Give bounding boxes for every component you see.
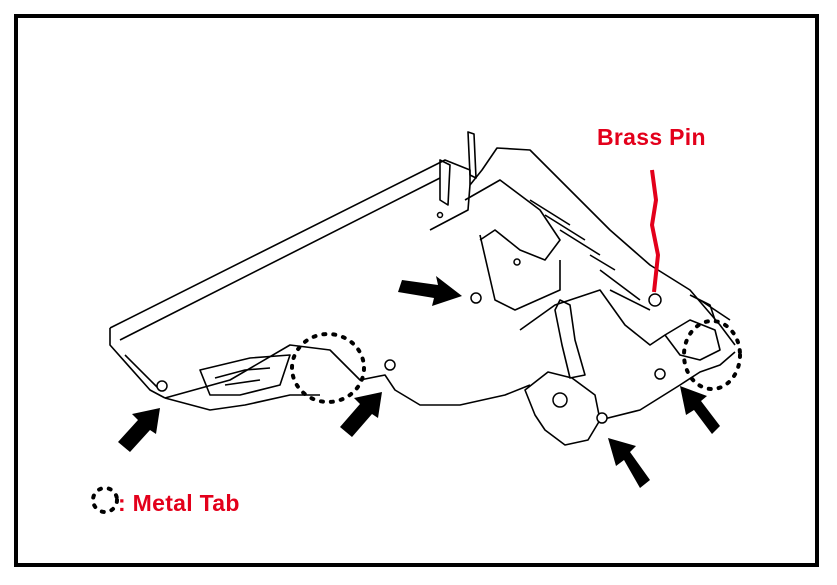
metal-tab-legend-label: : Metal Tab: [118, 490, 240, 516]
screw-hole-right: [654, 368, 666, 380]
right-flange: [599, 351, 736, 421]
hub-center-hole: [552, 392, 568, 408]
housing-lower-edge: [164, 344, 531, 406]
housing-top-fin: [439, 159, 451, 206]
housing-top-post: [467, 131, 477, 179]
housing-inner-panels: [479, 234, 666, 346]
arrow-hub: [608, 438, 650, 488]
brass-pin-label: Brass Pin: [597, 124, 706, 150]
metal-tab-circle-right: [682, 319, 742, 391]
screw-hole-left: [156, 380, 168, 392]
brass-pin-callout-line: [650, 169, 660, 293]
arrow-center: [340, 392, 382, 437]
housing-bottom-flange: [164, 394, 320, 411]
housing-left-face: [119, 177, 441, 391]
housing-top-panel: [109, 147, 736, 346]
housing-vent-slats: [529, 199, 651, 311]
right-bracket-tab: [689, 294, 731, 321]
housing-front-edge: [109, 328, 166, 399]
panel-hole: [513, 258, 521, 266]
center-hub: [524, 371, 601, 446]
arrow-left: [118, 408, 160, 452]
arrow-right: [680, 386, 720, 434]
lower-bracket: [199, 354, 291, 396]
right-bracket: [664, 319, 721, 361]
arrow-upper: [398, 276, 462, 306]
center-hub-stem: [554, 299, 586, 379]
screw-hole-upper: [470, 292, 482, 304]
screw-hole-center: [384, 359, 396, 371]
metal-tab-circle-left: [290, 332, 366, 404]
panel-hole: [436, 211, 444, 219]
screw-hole-hub: [596, 412, 608, 424]
housing-ribs: [429, 179, 561, 261]
brass-pin: [648, 293, 662, 307]
lower-bracket-detail: [214, 367, 271, 386]
metal-tab-legend-icon: [91, 486, 119, 514]
